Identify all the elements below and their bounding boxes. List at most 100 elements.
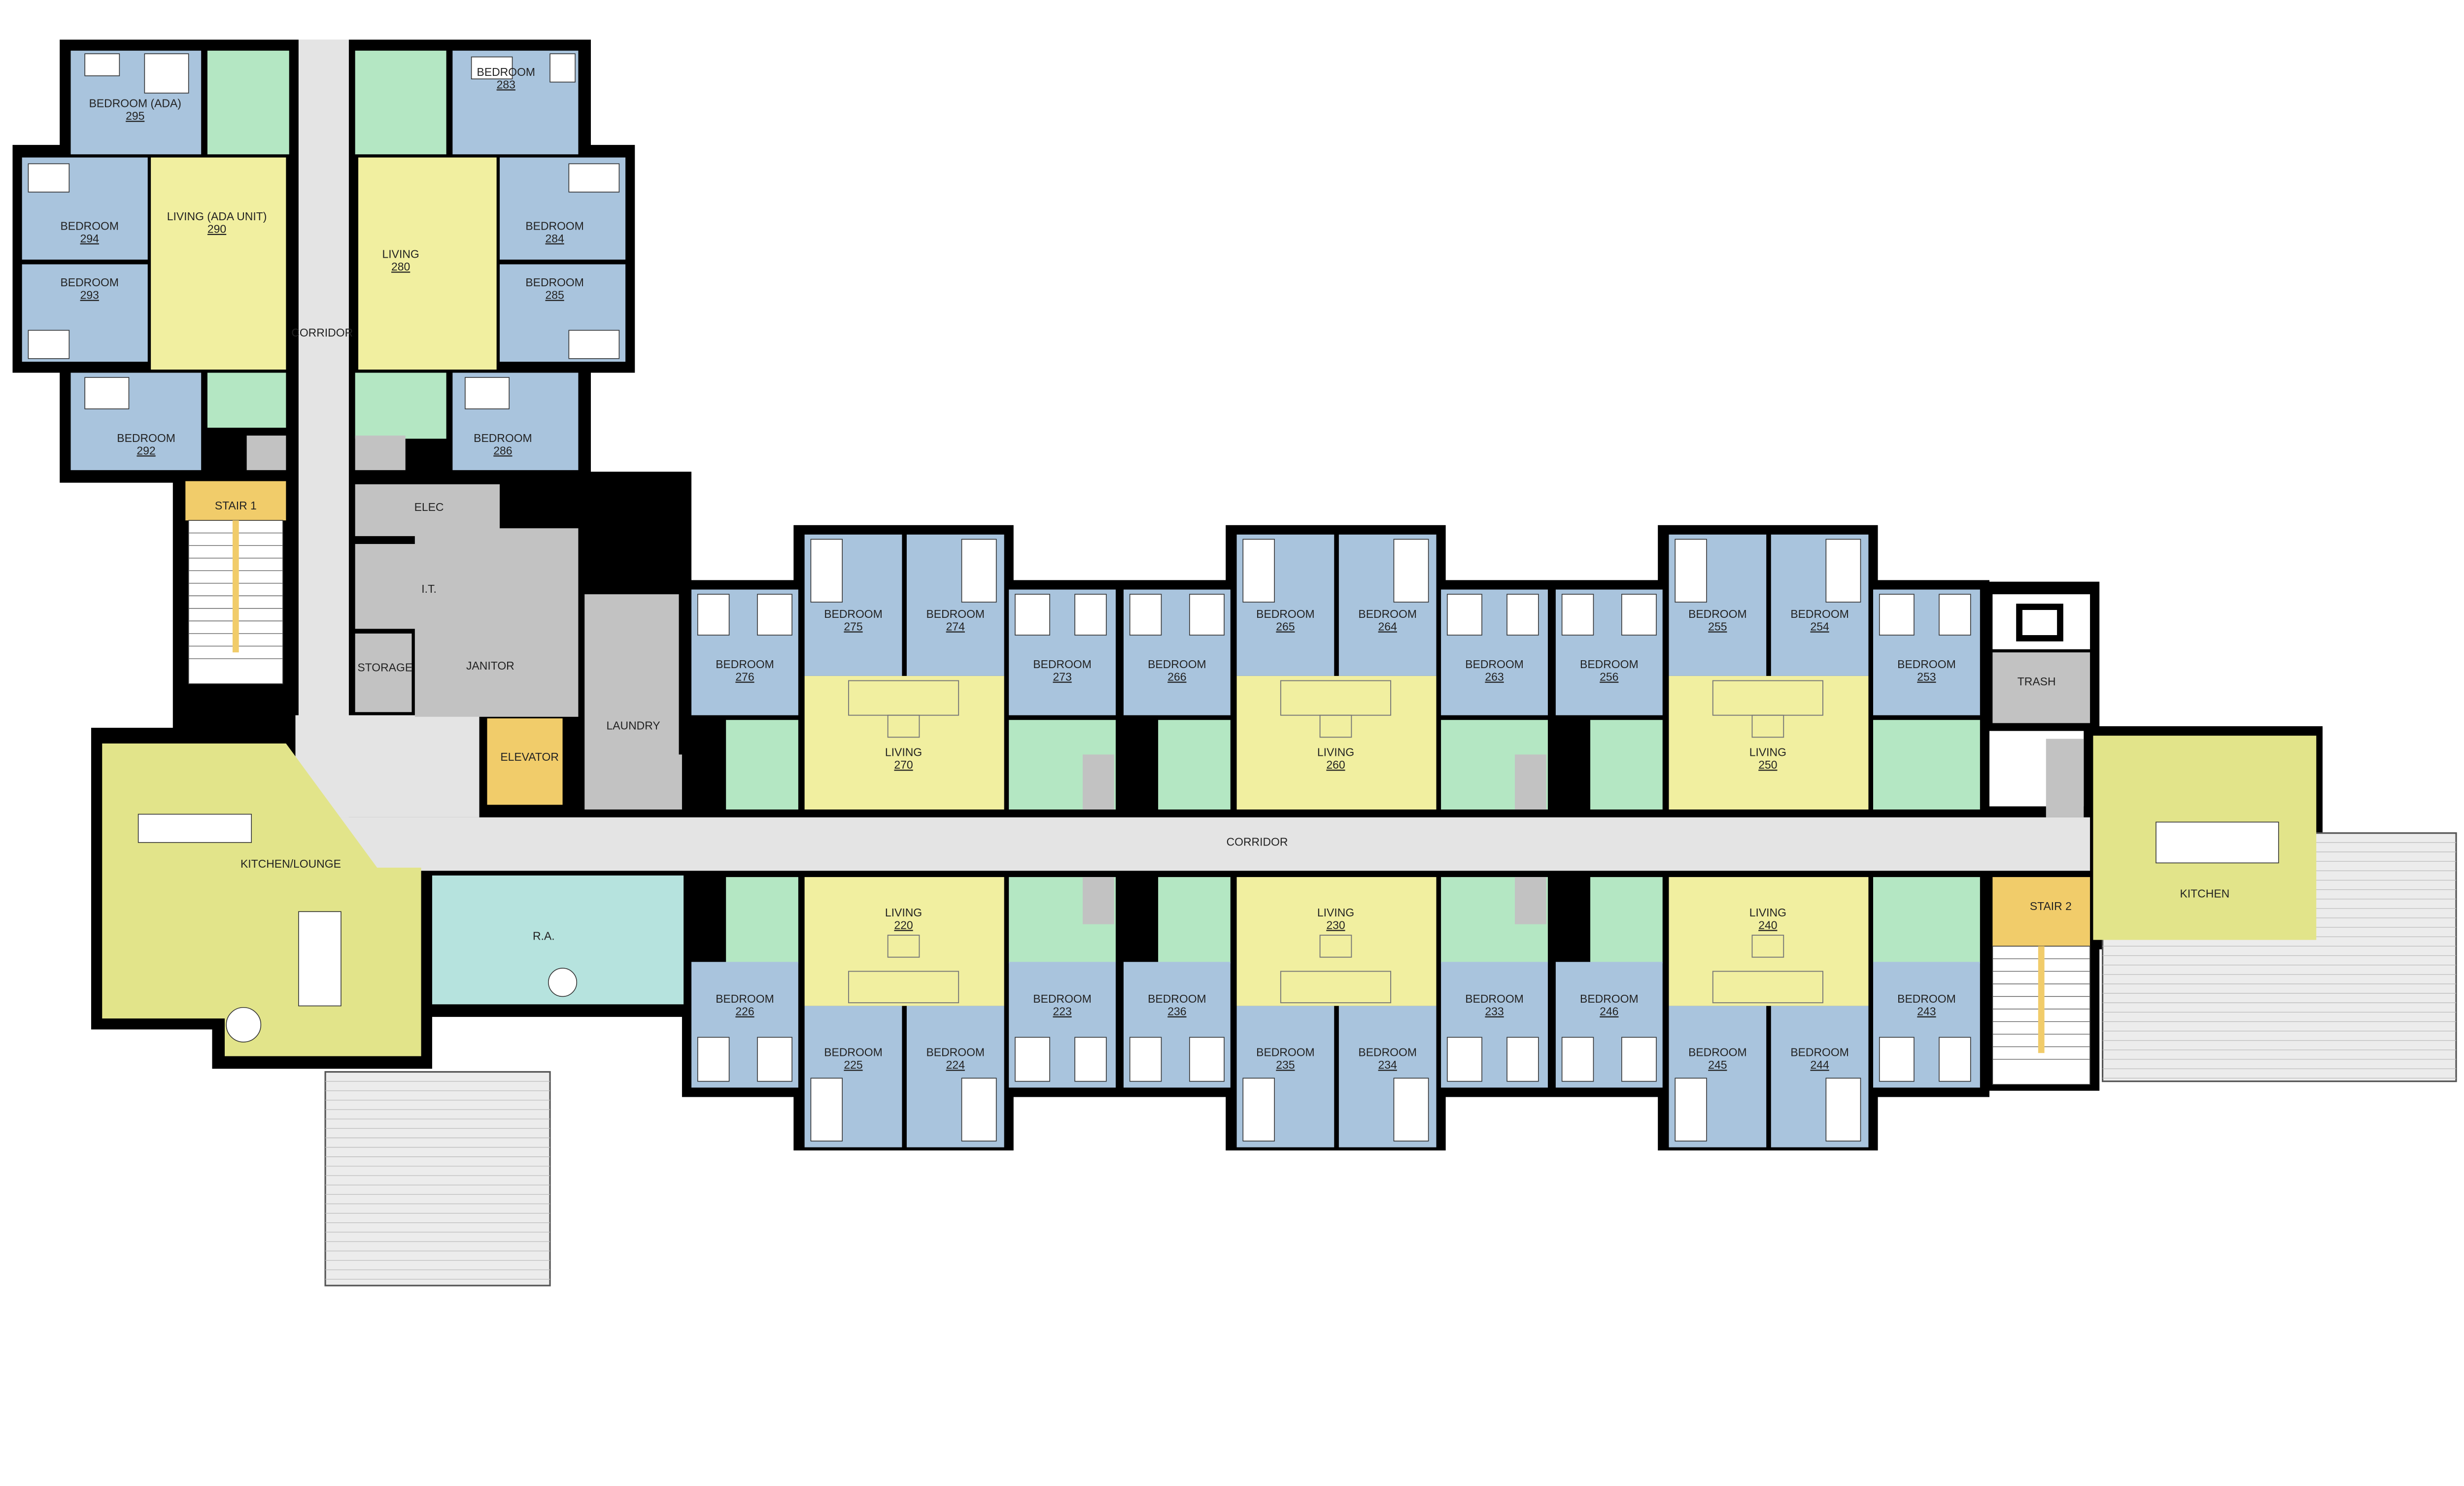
room-name: LIVING	[885, 906, 922, 919]
bed-furniture	[568, 163, 620, 193]
ra-table	[548, 968, 578, 997]
room-trash	[1992, 652, 2090, 723]
bed-furniture	[1561, 594, 1594, 636]
room-name: TRASH	[2018, 675, 2056, 688]
room-name: LIVING	[1317, 746, 1354, 759]
bed-furniture	[1447, 1037, 1482, 1082]
bed-furniture	[1015, 594, 1050, 636]
room-name: KITCHEN	[2180, 887, 2230, 900]
room-name: BEDROOM	[1790, 1046, 1849, 1059]
room-label: ELEC	[414, 501, 444, 513]
bed-furniture	[1939, 1037, 1971, 1082]
room-name: LAUNDRY	[606, 719, 660, 732]
room-name: CORRIDOR	[291, 326, 353, 339]
room-number: 266	[1167, 670, 1186, 683]
room-name: R.A.	[533, 930, 555, 943]
room-name: BEDROOM	[1897, 992, 1956, 1005]
room-number: 246	[1600, 1005, 1618, 1018]
bathroom	[1590, 877, 1663, 964]
bed-furniture	[1621, 594, 1657, 636]
room-number: 224	[946, 1058, 965, 1071]
bed-furniture	[465, 377, 510, 409]
room-number: 245	[1708, 1058, 1727, 1071]
room-liv220	[804, 877, 1004, 1006]
room-number: 235	[1276, 1058, 1295, 1071]
room-number: 230	[1326, 918, 1345, 931]
bathroom	[1873, 877, 1980, 964]
room-number: 233	[1485, 1005, 1504, 1018]
round-table	[226, 1007, 262, 1043]
bed-furniture	[1561, 1037, 1594, 1082]
room-name: BEDROOM	[716, 992, 774, 1005]
room-label: KITCHEN	[2180, 887, 2230, 900]
room-number: 250	[1758, 758, 1777, 771]
room-name: BEDROOM	[477, 66, 536, 78]
bed-furniture	[1074, 1037, 1107, 1082]
room-label: STAIR 1	[215, 499, 257, 512]
room-number: 290	[207, 223, 226, 236]
room-number: 273	[1053, 670, 1071, 683]
room-storage	[355, 633, 412, 712]
bed-furniture	[757, 594, 792, 636]
room-number: 293	[80, 289, 99, 302]
room-corrMain	[290, 817, 2090, 871]
room-number: 244	[1810, 1058, 1829, 1071]
shaft	[1514, 877, 1546, 924]
room-number: 253	[1917, 670, 1936, 683]
bed-furniture	[810, 1078, 843, 1142]
room-name: BEDROOM	[1358, 608, 1417, 620]
shaft	[246, 436, 286, 471]
room-name: LIVING	[382, 248, 419, 261]
room-name: BEDROOM	[1897, 658, 1956, 671]
coffee-table	[1319, 935, 1352, 958]
room-name: LIVING	[1317, 906, 1354, 919]
bed-furniture	[84, 377, 130, 409]
coffee-table	[1751, 714, 1784, 738]
room-name: LIVING	[1749, 906, 1786, 919]
bathroom	[1873, 720, 1980, 810]
room-liv250	[1669, 675, 1869, 810]
room-name: BEDROOM	[525, 219, 584, 232]
room-name: JANITOR	[466, 659, 514, 672]
room-label: JANITOR	[466, 659, 514, 672]
bed-furniture	[1675, 539, 1707, 603]
chimney-shaft	[2016, 604, 2063, 642]
bed-furniture	[1189, 594, 1225, 636]
bed-furniture	[1879, 1037, 1915, 1082]
coffee-table	[887, 714, 920, 738]
shaft	[1514, 754, 1546, 810]
bed-furniture	[1675, 1078, 1707, 1142]
bed-furniture	[1621, 1037, 1657, 1082]
room-liv240	[1669, 877, 1869, 1006]
room-name: BEDROOM	[1256, 608, 1315, 620]
room-label: STORAGE	[357, 661, 412, 674]
room-name: BEDROOM	[716, 658, 774, 671]
room-name: KITCHEN/LOUNGE	[240, 857, 341, 870]
room-corrN	[298, 39, 349, 817]
room-name: BEDROOM	[1358, 1046, 1417, 1059]
room-number: 275	[844, 620, 862, 633]
room-name: BEDROOM	[1688, 1046, 1747, 1059]
bed-furniture	[144, 53, 189, 94]
room-name: LIVING	[885, 746, 922, 759]
room-number: 240	[1758, 918, 1777, 931]
room-stair2	[1992, 877, 2090, 946]
bed-furniture	[1393, 1078, 1429, 1142]
room-name: BEDROOM	[474, 432, 532, 444]
room-name: BEDROOM	[60, 219, 119, 232]
